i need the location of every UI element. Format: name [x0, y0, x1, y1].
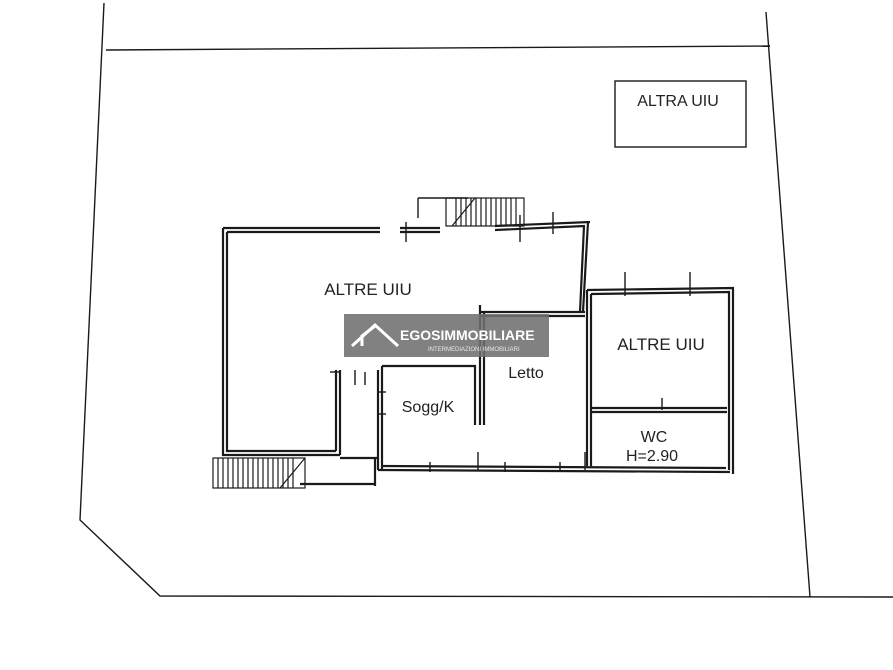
altra-uiu-box: ALTRA UIU	[614, 80, 747, 148]
wc-height-label: H=2.90	[626, 448, 678, 465]
watermark-brand: EGOSIMMOBILIARE	[400, 327, 535, 343]
letto-label: Letto	[508, 365, 544, 382]
openings	[330, 197, 691, 472]
sogg-k-label: Sogg/K	[402, 399, 455, 416]
house-logo-icon	[350, 322, 400, 348]
altre-uiu-right-label: ALTRE UIU	[617, 335, 705, 354]
watermark-tagline: INTERMEDIAZIONI IMMOBILIARI	[428, 347, 520, 353]
watermark: EGOSIMMOBILIARE INTERMEDIAZIONI IMMOBILI…	[344, 314, 549, 357]
altra-uiu-label: ALTRA UIU	[637, 93, 719, 110]
wc-label: WC	[641, 429, 668, 446]
lot-boundary	[79, 2, 893, 598]
top-staircase	[445, 197, 525, 227]
altre-uiu-main-label: ALTRE UIU	[324, 280, 412, 299]
bottom-staircase	[212, 457, 306, 489]
